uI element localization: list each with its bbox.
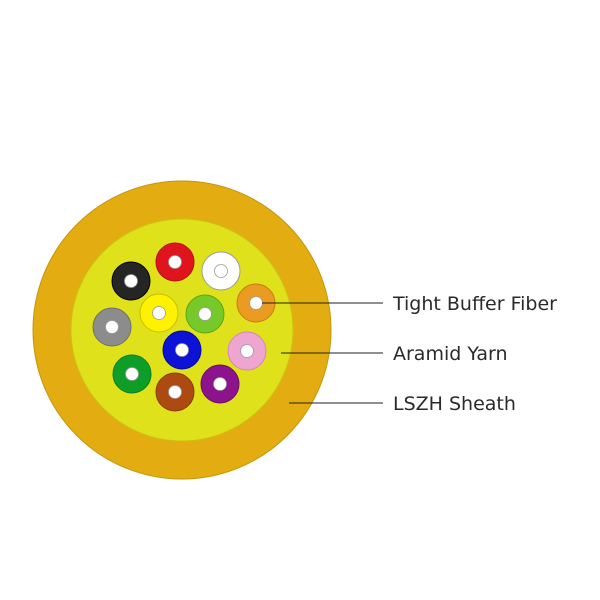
violet-fiber-core [213,377,227,391]
orange-fiber-core [249,296,263,310]
label-aramid-yarn: Aramid Yarn [393,343,508,365]
pink-fiber [227,331,267,371]
lime-fiber [185,294,225,334]
brown-fiber-core [168,385,182,399]
green-fiber [112,354,152,394]
red-fiber [155,242,195,282]
gray-fiber [92,307,132,347]
black-fiber [111,261,151,301]
black-fiber-core [124,274,138,288]
lime-fiber-core [198,307,212,321]
label-tight-buffer-fiber: Tight Buffer Fiber [392,293,557,315]
yellow-fiber [139,293,179,333]
gray-fiber-core [105,320,119,334]
brown-fiber [155,372,195,412]
red-fiber-core [168,255,182,269]
blue-fiber [162,330,202,370]
yellow-fiber-core [152,306,166,320]
blue-fiber-core [175,343,189,357]
tight-buffer-fibers [92,242,276,412]
callouts: Tight Buffer Fiber Aramid Yarn LSZH Shea… [262,293,557,415]
pink-fiber-core [240,344,254,358]
green-fiber-core [125,367,139,381]
violet-fiber [200,364,240,404]
white-fiber-core [214,264,228,278]
cable-cross-section [32,180,332,480]
orange-fiber [236,283,276,323]
label-lszh-sheath: LSZH Sheath [393,393,516,415]
white-fiber [201,251,241,291]
